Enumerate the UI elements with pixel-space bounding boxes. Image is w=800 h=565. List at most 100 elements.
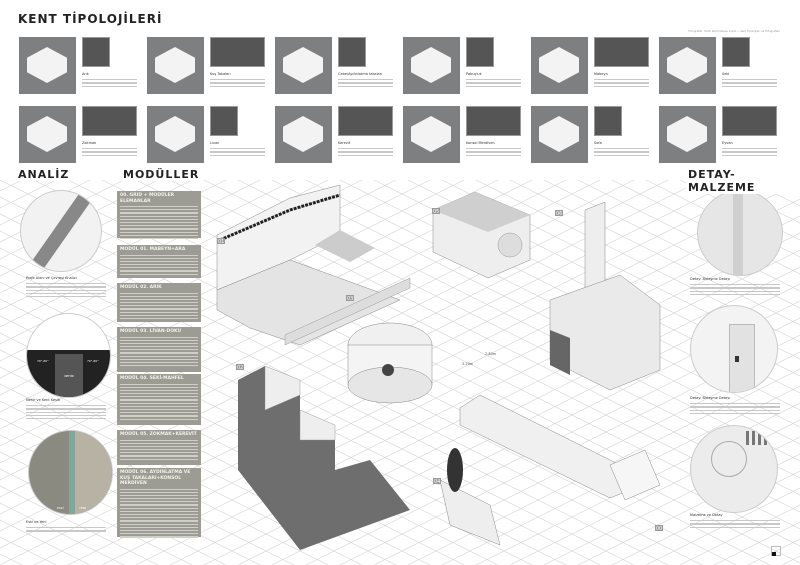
typology-axonometric [147,37,204,94]
typology-photo [210,37,265,67]
typology-photo [466,37,494,67]
detail-text [690,284,780,297]
typology-text [594,148,649,158]
typology-label: Pabuçluk [466,72,482,76]
typology-label: Livan [210,141,220,145]
typology-photo [338,106,393,136]
module-card: MODÜL 06. AYDINLATMA VE KUŞ TAKALARI+KON… [117,468,201,538]
module-card: MODÜL 04. SEKİ-MAHFEL [117,374,201,425]
typology-photo [338,37,366,67]
modules-heading: MODÜLLER [121,168,202,181]
analysis-caption: Proje Alanı ve Çevresi Analizi [26,276,77,280]
module-tag-label: 00 [656,526,662,532]
typology-label: Kuş Takaları [210,72,231,76]
analysis-heading: ANALİZ [16,168,72,181]
dimension-label: 2.80m [485,352,497,356]
river-label: NEHİR [55,354,83,397]
typology-label: Sofa [594,141,602,145]
typology-label: Arık [82,72,89,76]
module-tag-label: 04 [434,479,440,485]
photo-credit: Fotoğraflar: Tarihi Kent Dokusu Arşivi —… [688,30,780,33]
new-label: YENİ [79,506,86,510]
analysis-text [26,405,106,421]
module-card: MODÜL 02. ARIK [117,283,201,322]
isometric-drawing: 01 02 03 04 05 06 00 2.80m 3.20m [0,180,800,565]
module-card: MODÜL 01. MABEYN+ARA [117,245,201,278]
angle-label-right: 70°-60° [87,359,99,363]
typology-axonometric [275,106,332,163]
module-card: MODÜL 03. LİVAN-DOKU [117,327,201,372]
module-card: MODÜL 05. ZOKMAK+KEREVİT [117,430,201,465]
typology-axonometric [147,106,204,163]
typology-photo [82,106,137,136]
typology-axonometric [403,106,460,163]
module-01-drawing [216,184,411,346]
typology-text [594,79,649,89]
typology-label: Kerevit [338,141,351,145]
analysis-text [26,283,106,299]
detail-material [690,425,778,513]
typology-photo [210,106,238,136]
typology-photo [82,37,110,67]
module-05-drawing [432,191,531,279]
module-tag: 00 [655,525,663,532]
module-03-drawing [347,322,433,404]
typology-axonometric [659,37,716,94]
typology-label: Seki [722,72,730,76]
typology-axonometric [19,106,76,163]
typology-text [722,79,777,89]
typology-text [466,148,521,158]
typology-axonometric [531,106,588,163]
module-tag-label: 06 [556,211,562,217]
detail-joint-2 [690,305,778,393]
site-plan-map [20,190,102,272]
module-tag-label: 05 [433,209,439,215]
module-title: MODÜL 03. LİVAN-DOKU [120,329,182,334]
typology-label: Eyvan [722,141,733,145]
typology-text [82,79,137,89]
typology-photo [722,106,777,136]
module-tag-label: 01 [218,239,224,245]
detail-joint-1 [697,190,783,276]
module-06-drawing [549,201,661,391]
module-tag: 04 [433,478,441,485]
detail-text [690,403,780,416]
detail-caption: Detay: Birleşme Detayı [690,277,731,281]
typology-axonometric [531,37,588,94]
typology-label: Konsol Merdiven [466,141,495,145]
module-tag: 03 [346,295,354,302]
typology-text [466,79,521,89]
module-title: MODÜL 05. ZOKMAK+KEREVİT [120,432,197,437]
typology-text [722,148,777,158]
details-heading: DETAY-MALZEME [686,168,800,194]
module-02-drawing [238,365,410,550]
module-card: 00. GRID + MODÜLER ELEMANLAR [117,191,201,240]
module-tag-label: 02 [237,365,243,371]
detail-caption: Detay: Birleşme Detayı [690,396,731,400]
typology-text [82,148,137,158]
typology-photo [594,106,622,136]
typology-axonometric [659,106,716,163]
module-title: MODÜL 02. ARIK [120,285,162,290]
page-indicator [771,546,781,556]
analysis-text [26,527,106,534]
module-04-drawing [439,448,501,546]
typology-label: Cebe/Aydınlatma takaları [338,72,383,76]
detail-caption: Malzeme ve Detay [690,513,723,517]
typology-text [210,148,265,158]
module-tag: 05 [432,208,440,215]
typology-text [210,79,265,89]
analysis-caption: Nehir ve Kent Kesiti [26,398,61,402]
module-00-drawing [459,394,661,501]
dimension-label: 3.20m [462,362,474,366]
typology-text [338,148,393,158]
typology-label: Mabeyn [594,72,608,76]
typology-axonometric [403,37,460,94]
module-title: 00. GRID + MODÜLER ELEMANLAR [120,193,175,204]
angle-label-left: 70°-60° [37,359,49,363]
page-title: KENT TİPOLOJİLERİ [16,12,165,26]
module-tag: 02 [236,364,244,371]
typology-photo [594,37,649,67]
typology-axonometric [275,37,332,94]
module-title: MODÜL 06. AYDINLATMA VE KUŞ TAKALARI+KON… [120,470,191,486]
